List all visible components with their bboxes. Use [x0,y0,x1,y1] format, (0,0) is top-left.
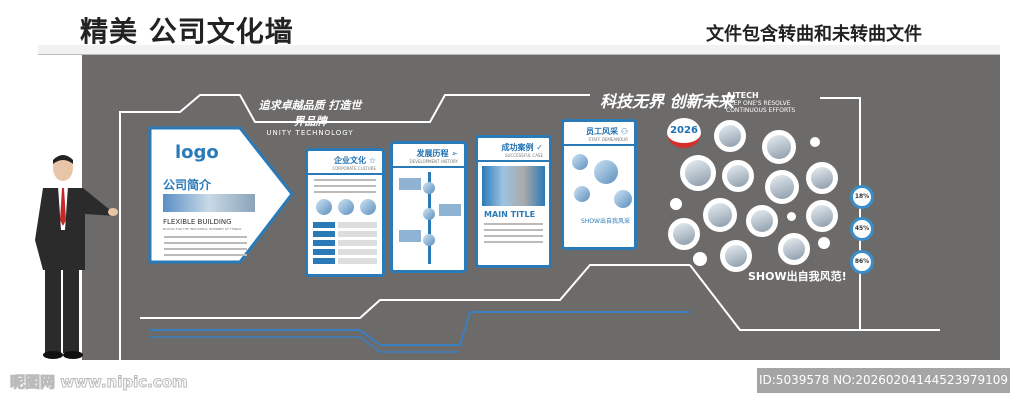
intro-text [158,232,253,260]
main-title: MAIN TITLE [484,210,536,219]
slogan-tech: 科技无界 创新未来 [600,92,734,111]
percent-ring: 86% [850,250,874,274]
photo-bubble [720,240,752,272]
slogan-en: UNITY TECHNOLOGY [266,129,354,137]
star-icon: ☆ [368,156,376,165]
photo-bubble [746,205,778,237]
file-note: 文件包含转曲和未转曲文件 [706,24,922,45]
panel-sub: STAFF DEMEANOUR [588,137,628,142]
watermark-site: 昵图网 www.nipic.com [10,373,189,392]
dot [670,198,682,210]
businessman-figure [35,155,118,359]
wall-ledge [38,45,1000,55]
intro-title: 公司简介 [163,178,212,192]
percent-ring: 45% [850,217,874,241]
check-circle-icon: ✓ [536,143,543,152]
panel-history: 发展历程 ➢DEVELOPMENT HISTORY [390,141,467,273]
panel-cases: 成功案例 ✓SUCCESSFUL CASE MAIN TITLE [475,135,552,268]
photo-bubble [714,120,746,152]
brand-block: AJTECH KEEP ONE'S RESOLVE CONTINUOUS EFF… [726,91,796,115]
dot [818,237,830,249]
page-title: 精美 公司文化墙 [80,15,294,48]
paper-plane-icon: ➢ [451,149,458,158]
brand-sub: KEEP ONE'S RESOLVE [726,100,791,107]
users-icon: ⚇ [620,127,628,136]
panel-title: 员工风采 [586,127,619,136]
dot [787,212,796,221]
intro-images [163,194,255,212]
photo-bubble [778,233,810,265]
percent-ring: 18% [850,185,874,209]
show-text: SHOW出自我风范! [748,270,847,283]
photo-bubble [806,162,838,194]
panel-title: 发展历程 [416,149,449,158]
intro-en-title: FLEXIBLE BUILDING [163,218,232,226]
panel-sub: SUCCESSFUL CASE [505,153,543,158]
panel-staff: 员工风采 ⚇STAFF DEMEANOUR SHOW出自我风采 [561,119,637,250]
photo-bubble [765,170,799,204]
image-id: ID:5039578 NO:20260204144523979109 [757,368,1010,393]
panel-sub: DEVELOPMENT HISTORY [409,159,459,164]
logo: logo [175,142,219,163]
intro-en-sub: BLOCKS FOR THE INDUSTRIAL INTERNET OF TH… [163,227,242,231]
photo-bubble [806,200,838,232]
staff-show: SHOW出自我风采 [581,218,630,225]
photo-bubble [762,130,796,164]
photo-bubble [722,160,754,192]
hexagon-images [482,166,545,206]
photo-bubble [680,155,716,191]
slogan: 追求卓越品质 打造世界品牌 UNITY TECHNOLOGY [255,97,365,137]
panel-culture: 企业文化 ☆CORPORATE CULTURE [305,148,385,277]
photo-bubble [668,218,700,250]
slogan-cn: 追求卓越品质 打造世界品牌 [258,99,362,128]
dot [693,252,707,266]
brand-sub: CONTINUOUS EFFORTS [726,107,796,114]
panel-sub: CORPORATE CULTURE [332,166,376,171]
panel-title: 成功案例 [501,143,534,152]
panel-title: 企业文化 [334,156,367,165]
photo-bubble [703,198,737,232]
year-badge: 2026 [667,118,701,148]
brand-name: AJTECH [726,91,759,100]
dot [810,137,820,147]
